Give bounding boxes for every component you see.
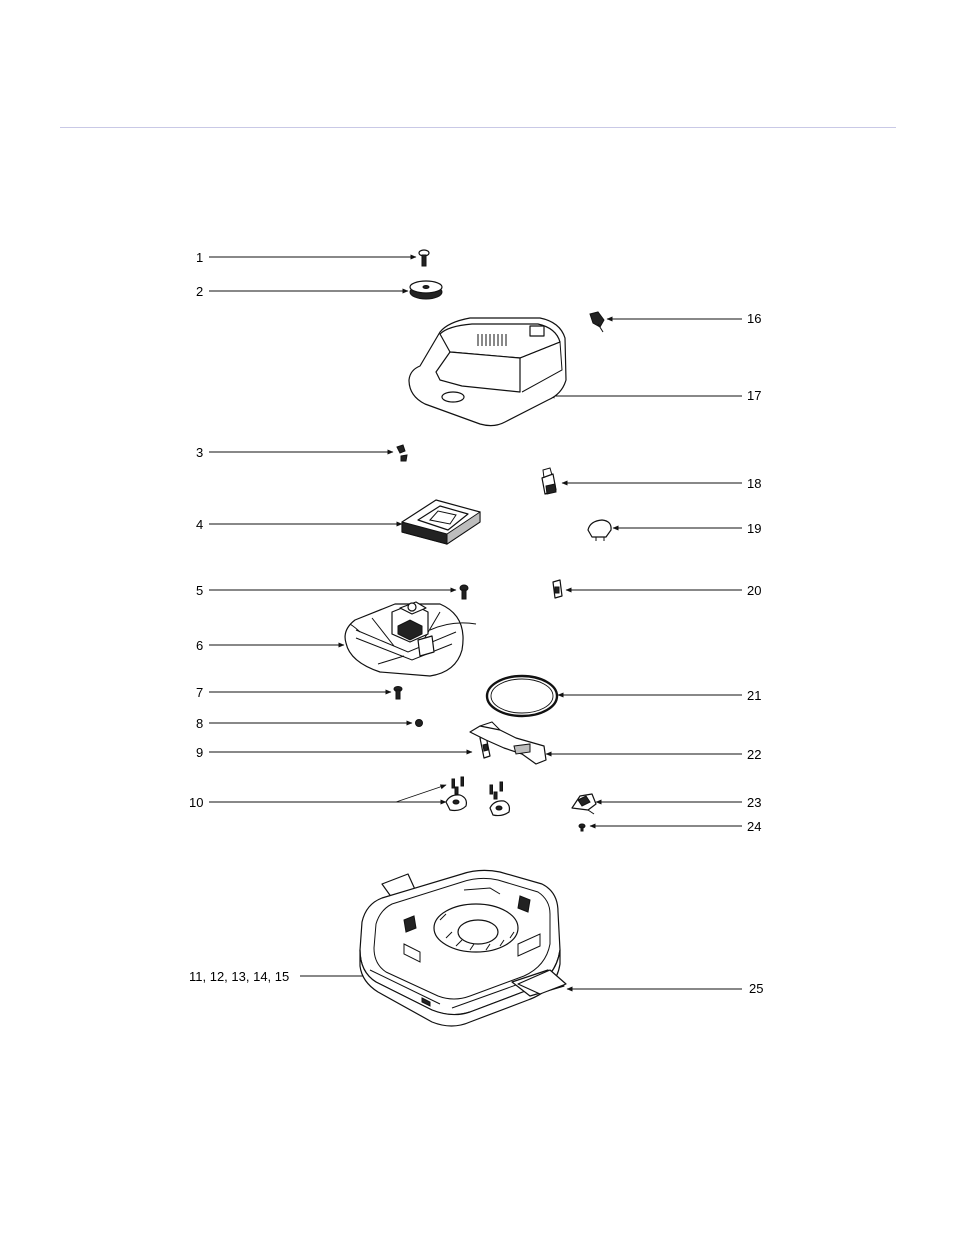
part-25-plate [517, 969, 567, 995]
part-11-15-base-housing [359, 869, 565, 1027]
callout-18-label: 18 [747, 476, 761, 491]
left-leader-lines [209, 254, 473, 979]
part-4-filter [401, 499, 481, 545]
callout-6-label: 6 [196, 638, 203, 653]
callout-1-label: 1 [196, 250, 203, 265]
part-6-motor [344, 601, 477, 677]
callout-21-label: 21 [747, 688, 761, 703]
part-22-bracket [469, 721, 547, 765]
part-7-screw [393, 686, 403, 700]
callout-25-label: 25 [749, 981, 763, 996]
part-17-top-cover [408, 317, 567, 427]
part-16-clip [589, 311, 605, 333]
callout-19-label: 19 [747, 521, 761, 536]
part-24-screw [578, 823, 586, 832]
callout-8-label: 8 [196, 716, 203, 731]
part-2-knob [409, 280, 443, 300]
part-23-latch-bracket [571, 793, 597, 815]
part-18-bracket [541, 467, 557, 495]
callout-16-label: 16 [747, 311, 761, 326]
callout-20-label: 20 [747, 583, 761, 598]
callout-24-label: 24 [747, 819, 761, 834]
callout-9-label: 9 [196, 745, 203, 760]
part-1-screw [418, 249, 430, 267]
callout-3-label: 3 [196, 445, 203, 460]
part-10-screws-latches [445, 776, 511, 817]
callout-17-label: 17 [747, 388, 761, 403]
part-5-screw [459, 584, 469, 600]
callout-10-label: 10 [189, 795, 203, 810]
callout-5-label: 5 [196, 583, 203, 598]
right-leader-lines [545, 316, 742, 992]
part-3-clip [396, 444, 408, 462]
callout-22-label: 22 [747, 747, 761, 762]
part-21-gasket-ring [485, 674, 559, 718]
header-rule [60, 127, 896, 128]
callout-7-label: 7 [196, 685, 203, 700]
callout-23-label: 23 [747, 795, 761, 810]
callout-4-label: 4 [196, 517, 203, 532]
part-8-nut [415, 719, 423, 727]
callout-11-15-label: 11, 12, 13, 14, 15 [189, 969, 289, 984]
callout-2-label: 2 [196, 284, 203, 299]
part-20-bracket [552, 579, 563, 599]
part-19-cap [587, 519, 612, 541]
